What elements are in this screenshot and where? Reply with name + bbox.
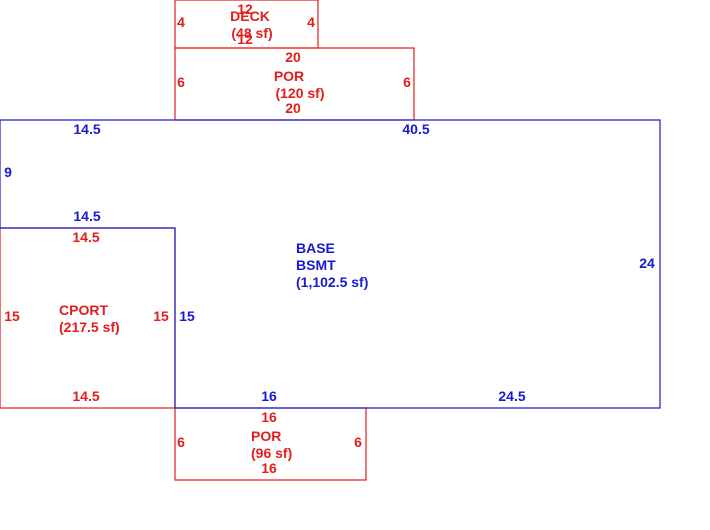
porch-bottom-area: (96 sf) — [251, 445, 292, 461]
base-bottom-right-dimension: 24.5 — [498, 388, 525, 404]
base-label-line1: BASE — [296, 240, 335, 256]
deck-area: (48 sf) — [231, 25, 272, 41]
base-left-dimension: 9 — [4, 164, 12, 180]
deck-bottom-dimension: 12 — [237, 31, 253, 47]
deck-top-dimension: 12 — [237, 1, 253, 17]
base-right-dimension: 24 — [639, 255, 655, 271]
carport-top-dimension: 14.5 — [72, 229, 99, 245]
base-bottom-left-dimension: 16 — [261, 388, 277, 404]
porch-top-left-dimension: 6 — [177, 74, 185, 90]
porch-top-right-dimension: 6 — [403, 74, 411, 90]
porch-top-bottom-dimension: 20 — [285, 100, 301, 116]
deck-left-dimension: 4 — [177, 14, 185, 30]
carport-label: CPORT — [59, 302, 108, 318]
porch-bottom-top-dimension: 16 — [261, 409, 277, 425]
deck-right-dimension: 4 — [307, 14, 315, 30]
base-label-line2: BSMT — [296, 257, 336, 273]
base-top-right-dimension: 40.5 — [402, 121, 429, 137]
carport-left-dimension: 15 — [4, 308, 20, 324]
porch-bottom-right-dimension: 6 — [354, 434, 362, 450]
base-top-left-dimension: 14.5 — [73, 121, 100, 137]
deck-label: DECK — [230, 8, 270, 24]
porch-top-label: POR — [274, 68, 304, 84]
base-basement-outline — [0, 119, 661, 409]
carport-area: (217.5 sf) — [59, 319, 120, 335]
carport-right-dimension: 15 — [153, 308, 169, 324]
base-area: (1,102.5 sf) — [296, 274, 368, 290]
carport-bottom-dimension: 14.5 — [72, 388, 99, 404]
porch-top-area: (120 sf) — [275, 85, 324, 101]
carport-outline — [0, 227, 176, 409]
base-inner-dimension: 15 — [179, 308, 195, 324]
base-step-dimension: 14.5 — [73, 208, 100, 224]
porch-bottom-label: POR — [251, 428, 281, 444]
porch-bottom-bottom-dimension: 16 — [261, 460, 277, 476]
porch-bottom-left-dimension: 6 — [177, 434, 185, 450]
porch-top-top-dimension: 20 — [285, 49, 301, 65]
